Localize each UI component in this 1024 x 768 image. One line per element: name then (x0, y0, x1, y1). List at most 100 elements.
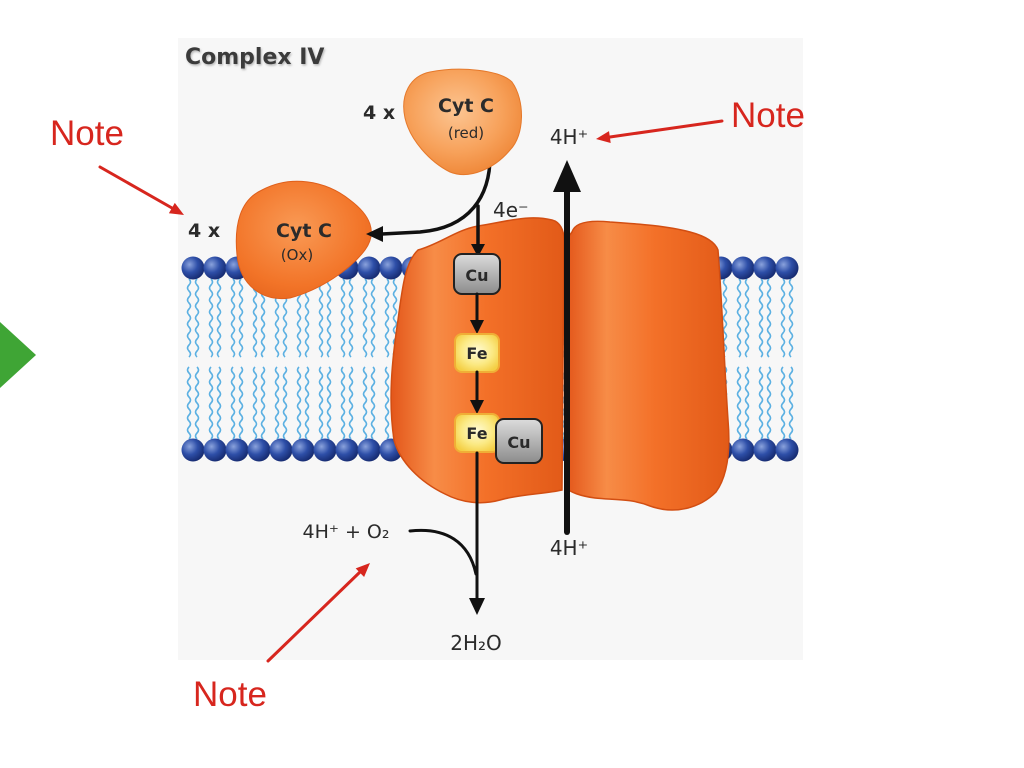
note-label: Note (50, 114, 124, 153)
lipid-molecule (225, 366, 249, 462)
lipid-head (181, 438, 205, 462)
lipid-molecule (775, 256, 799, 358)
lipid-molecule (731, 366, 755, 462)
cyt-c-reduced-count: 4 x (363, 102, 395, 124)
note-label: Note (193, 675, 267, 714)
lipid-head (247, 438, 271, 462)
lipid-molecule (269, 366, 293, 462)
lipid-tails (758, 278, 772, 358)
protons-bottom-label: 4H⁺ (550, 536, 588, 560)
lipid-head (203, 438, 227, 462)
lipid-molecule (203, 366, 227, 462)
cu-to-fe-arrowhead (470, 320, 484, 334)
protons-top-label: 4H⁺ (550, 125, 588, 149)
lipid-molecule (731, 256, 755, 358)
complex-iv-diagram: Complex IV Cu Fe Fe Cu (178, 38, 803, 660)
lipid-tails (780, 278, 794, 358)
lipid-head (379, 256, 403, 280)
water-formation-arrowhead (469, 598, 485, 615)
lipid-head (731, 438, 755, 462)
lipid-tails (340, 278, 354, 358)
red-arrowhead (168, 202, 184, 215)
red-arrow-icon (98, 165, 174, 210)
lipid-tails (208, 278, 222, 358)
lipid-tails (230, 366, 244, 440)
cyt-c-oxidized-state: (Ox) (281, 246, 313, 264)
product-label: 2H₂O (450, 631, 502, 655)
lipid-head (203, 256, 227, 280)
lipid-head (753, 438, 777, 462)
lipid-molecule (313, 366, 337, 462)
lipid-head (181, 256, 205, 280)
protein-right-lobe (565, 220, 730, 511)
lipid-head (313, 438, 337, 462)
lipid-head (753, 256, 777, 280)
fe-heme-a3-label: Fe (466, 424, 487, 443)
lipid-head (269, 438, 293, 462)
cyt-c-oxidized-name: Cyt C (276, 220, 332, 242)
cu-b-label: Cu (507, 433, 530, 452)
cyt-c-reduced-shape (403, 68, 522, 176)
lipid-molecule (335, 366, 359, 462)
lipid-head (775, 256, 799, 280)
proton-pump-arrowhead (553, 160, 581, 192)
note-label: Note (731, 96, 805, 135)
lipid-tails (340, 366, 354, 440)
cu-b-cofactor-box (495, 418, 543, 464)
cyt-c-reduced-name: Cyt C (438, 95, 494, 117)
lipid-head (357, 438, 381, 462)
electron-return-arrowhead (366, 226, 383, 242)
red-arrowhead (355, 563, 370, 577)
fe-to-fe-arrowhead (470, 400, 484, 414)
annotation-note-bottom: Note (193, 563, 370, 714)
lipid-head (731, 256, 755, 280)
diagram-title: Complex IV (185, 45, 324, 70)
lipid-tails (362, 278, 376, 358)
fe-heme-a-label: Fe (466, 344, 487, 363)
lipid-tails (758, 366, 772, 440)
lipid-head (225, 438, 249, 462)
cyt-c-oxidized-count: 4 x (188, 220, 220, 242)
lipid-tails (318, 278, 332, 358)
lipid-molecule (357, 256, 381, 358)
lipid-head (335, 438, 359, 462)
annotation-note-left: Note (50, 114, 184, 215)
lipid-molecule (775, 366, 799, 462)
lipid-tails (736, 366, 750, 440)
lipid-molecule (181, 366, 205, 462)
lipid-molecule (247, 366, 271, 462)
electron-to-cu-arrowhead (471, 244, 485, 257)
lipid-tails (186, 366, 200, 440)
lipid-tails (362, 366, 376, 440)
lipid-tails (274, 366, 288, 440)
lipid-tails (736, 278, 750, 358)
lipid-molecule (203, 256, 227, 358)
lipid-head (291, 438, 315, 462)
lipid-molecule (753, 256, 777, 358)
lipid-tails (186, 278, 200, 358)
lipid-molecule (181, 256, 205, 358)
lipid-molecule (357, 366, 381, 462)
lipid-head (775, 438, 799, 462)
red-arrow-icon (608, 119, 724, 139)
lipid-tails (780, 366, 794, 440)
annotation-note-right: Note (596, 96, 805, 143)
lipid-tails (230, 278, 244, 358)
green-triangle-icon (0, 322, 36, 388)
lipid-tails (252, 366, 266, 440)
reactants-label: 4H⁺ + O₂ (303, 521, 390, 543)
red-arrow-icon (266, 570, 362, 663)
lipid-molecule (291, 366, 315, 462)
oxygen-input-curve (408, 528, 478, 576)
red-arrowhead (596, 131, 611, 143)
cyt-c-reduced-state: (red) (448, 124, 484, 142)
cyt-c-oxidized-shape (235, 180, 372, 300)
lipid-tails (318, 366, 332, 440)
lipid-molecule (753, 366, 777, 462)
lipid-tails (208, 366, 222, 440)
lipid-head (357, 256, 381, 280)
cu-a-label: Cu (465, 266, 488, 285)
electrons-label: 4e⁻ (493, 198, 529, 222)
lipid-tails (296, 366, 310, 440)
